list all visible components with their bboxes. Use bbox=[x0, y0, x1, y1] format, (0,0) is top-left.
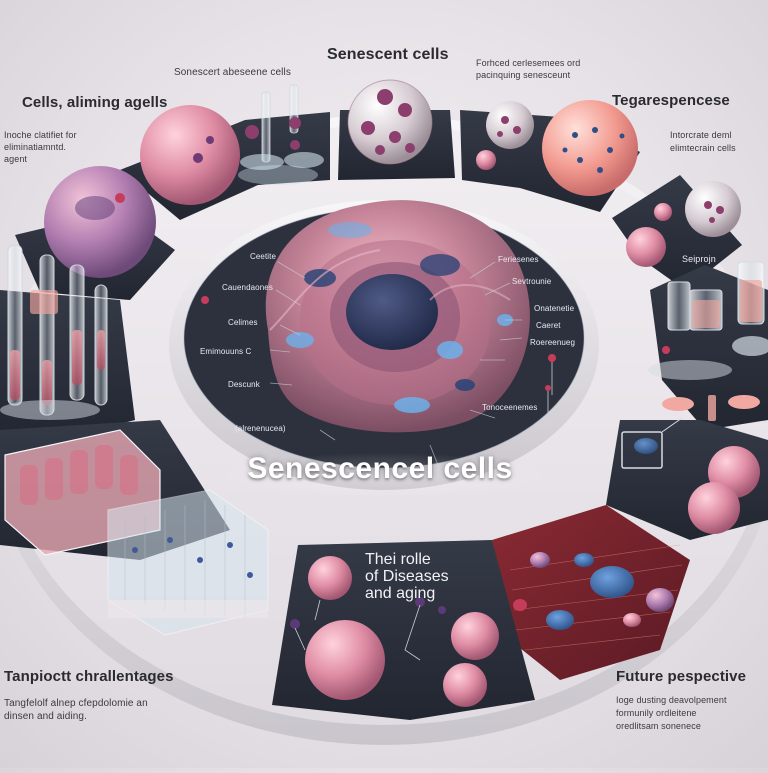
center-title: Senescencel cells bbox=[247, 452, 513, 485]
right-small-caption: Seiprojn bbox=[682, 254, 716, 264]
top-lab-equipment bbox=[238, 84, 324, 185]
page-title: Senescent cells bbox=[327, 46, 449, 63]
top-left-title: Cells, aliming agells bbox=[22, 94, 168, 111]
right-title: Tegarespencese bbox=[612, 92, 730, 109]
inner-label-left-3: Celimes bbox=[228, 318, 258, 327]
inner-markers bbox=[201, 296, 556, 420]
inner-label-left-1: Ceetite bbox=[250, 252, 277, 261]
top-right-caption-1: Forhced cerlesemees ord bbox=[476, 58, 581, 68]
center-panel-line-2: of Diseases bbox=[365, 567, 449, 585]
inner-label-right-5: Roereenueg bbox=[530, 338, 576, 347]
inner-label-right-2: Sevtrounie bbox=[512, 277, 552, 286]
left-test-tubes bbox=[0, 244, 108, 420]
inner-label-left-5: Descunk bbox=[228, 380, 260, 389]
top-center-cell bbox=[347, 79, 433, 165]
right-cells bbox=[626, 181, 741, 267]
top-left-caption-2: eliminatiamntd. bbox=[4, 142, 67, 152]
bottom-center-cells bbox=[290, 556, 499, 707]
top-right-caption-2: pacinquing senesceunt bbox=[476, 70, 571, 80]
inner-label-right-1: Feriesenes bbox=[498, 255, 539, 264]
inner-label-right-6: Tonoceenemes bbox=[482, 403, 538, 412]
right-caption-2: elimtecrain cells bbox=[670, 143, 736, 153]
bottom-left-caption-2: dinsen and aiding. bbox=[4, 711, 87, 722]
inner-label-right-4: Caeret bbox=[536, 321, 561, 330]
top-left-cells bbox=[44, 105, 240, 278]
inner-label-left-4: Emimouuns C bbox=[200, 347, 252, 356]
inner-label-left-6: (alrenenucea) bbox=[235, 424, 286, 433]
tissue-panel bbox=[509, 544, 683, 651]
bottom-right-caption-2: formunily ordleitene bbox=[616, 708, 697, 718]
center-panel-text: Thei rolle of Diseases and aging bbox=[365, 551, 485, 602]
bottom-right-caption-1: Ioge dusting deavolpement bbox=[616, 695, 727, 705]
tissue-blocks bbox=[4, 429, 269, 636]
bottom-left-title: Tanpioctt chrallentages bbox=[4, 668, 174, 685]
top-center-left-caption: Sonescert abeseene cells bbox=[174, 67, 291, 78]
bottom-left-caption-1: Tangfelolf alnep cfepdolomie an bbox=[4, 698, 148, 709]
top-left-caption-1: Inoche clatifiet for bbox=[4, 130, 77, 140]
right-caption-1: Intorcrate deml bbox=[670, 130, 732, 140]
inner-label-right-3: Onatenetie bbox=[534, 304, 575, 313]
right-lab-equipment bbox=[648, 261, 768, 421]
top-right-cells bbox=[476, 100, 638, 196]
bottom-right-caption-3: oredlitsam sonenece bbox=[616, 721, 701, 731]
center-panel-line-3: and aging bbox=[365, 584, 436, 602]
central-senescent-cell bbox=[265, 200, 530, 433]
top-left-caption-3: agent bbox=[4, 154, 28, 164]
inner-label-left-2: Cauendaones bbox=[222, 283, 273, 292]
bottom-right-title: Future pespective bbox=[616, 668, 747, 685]
center-panel-line-1: Thei rolle bbox=[365, 551, 431, 568]
right-bottom-cells bbox=[621, 417, 760, 534]
